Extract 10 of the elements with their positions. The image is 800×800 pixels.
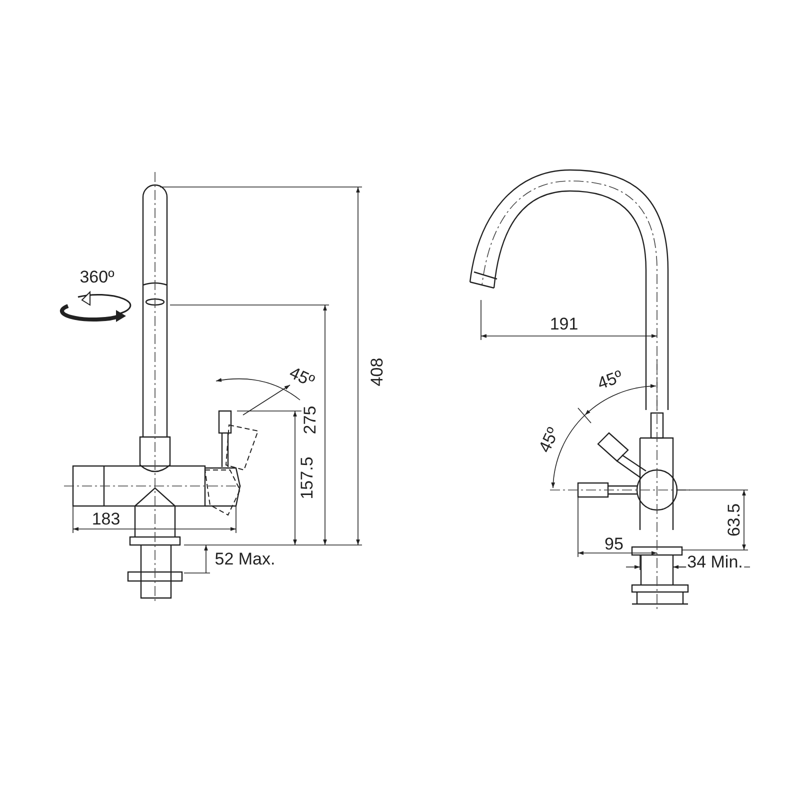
dimension-label: 63.5 [726,502,742,538]
dimension-label: 408 [368,356,386,388]
dimension-label: 275 [302,404,318,436]
dimension-label: 95 [604,536,624,552]
dimension-label: 183 [90,510,122,528]
dimension-label: 157.5 [298,456,316,500]
dimension-label: 360º [78,268,116,286]
dimension-label: 191 [548,316,580,332]
dimension-label: 34 Min. [686,554,744,570]
dimension-label: 52 Max. [214,550,276,568]
